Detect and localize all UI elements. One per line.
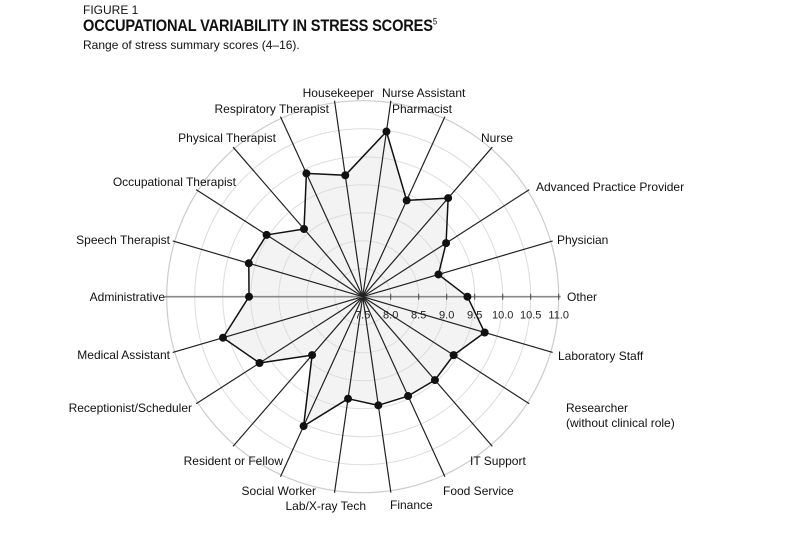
axis-line: [195, 296, 364, 405]
category-label: Nurse: [481, 131, 513, 145]
tick-label: 7.5: [355, 310, 370, 322]
category-label: Medical Assistant: [77, 348, 170, 362]
chart-title-text: OCCUPATIONAL VARIABILITY IN STRESS SCORE…: [83, 16, 433, 35]
axis-line: [362, 296, 493, 447]
data-area: [222, 131, 485, 427]
data-point: [404, 392, 413, 401]
tick-label: 10.0: [492, 310, 513, 322]
category-label: Laboratory Staff: [558, 349, 644, 363]
category-label: Administrative: [90, 290, 166, 304]
title-superscript: 5: [432, 16, 437, 27]
tick-label: 8.5: [411, 310, 426, 322]
axis-line: [362, 296, 530, 405]
category-label: Speech Therapist: [76, 233, 171, 247]
category-label: Pharmacist: [392, 102, 453, 116]
category-label: Occupational Therapist: [113, 175, 237, 189]
data-point: [302, 169, 311, 178]
category-label: IT Support: [470, 454, 526, 468]
category-label: Researcher: [566, 401, 628, 415]
data-point: [430, 376, 439, 385]
data-point: [382, 127, 391, 136]
category-label: Resident or Fellow: [184, 454, 284, 468]
tick-label: 11.0: [548, 310, 569, 322]
chart-title: OCCUPATIONAL VARIABILITY IN STRESS SCORE…: [83, 16, 437, 36]
axis-line: [362, 296, 446, 478]
category-label: Other: [567, 290, 597, 304]
axis-line: [232, 296, 364, 447]
data-point: [299, 422, 308, 431]
axis-line: [279, 296, 364, 478]
data-point: [262, 230, 271, 239]
figure-label: FIGURE 1: [83, 3, 139, 17]
data-point: [374, 401, 383, 410]
tick-label: 9.0: [439, 310, 454, 322]
data-point: [244, 259, 253, 268]
category-label: Nurse Assistant: [382, 86, 466, 100]
data-point: [255, 359, 264, 368]
axis-line: [195, 189, 364, 298]
axis-line: [362, 296, 392, 493]
tick-label: 8.0: [383, 310, 398, 322]
category-label: Finance: [390, 498, 433, 512]
axis-line: [333, 100, 364, 297]
category-label: Physician: [557, 233, 608, 247]
category-label: Advanced Practice Provider: [536, 180, 684, 194]
axis-line: [362, 116, 446, 297]
data-point: [480, 328, 489, 337]
category-label: Physical Therapist: [178, 131, 276, 145]
data-point: [402, 196, 411, 205]
axis-line: [362, 296, 553, 354]
axis-line: [362, 240, 553, 298]
category-label: Respiratory Therapist: [215, 102, 330, 116]
category-label: (without clinical role): [566, 416, 675, 430]
data-point: [444, 194, 453, 203]
axis-line: [333, 296, 364, 493]
axis-line: [172, 296, 363, 354]
category-label: Housekeeper: [303, 86, 374, 100]
data-point: [463, 292, 472, 301]
category-label: Lab/X-ray Tech: [286, 499, 367, 513]
axis-line: [362, 146, 493, 298]
data-point: [344, 394, 353, 403]
data-point: [442, 239, 451, 248]
axis-line: [232, 146, 364, 298]
category-label: Receptionist/Scheduler: [69, 401, 192, 415]
data-point: [218, 333, 227, 342]
data-point: [449, 351, 458, 360]
data-point: [434, 270, 443, 279]
data-point: [341, 171, 350, 180]
tick-label: 10.5: [520, 310, 541, 322]
category-label: Social Worker: [242, 484, 316, 498]
data-point: [245, 292, 254, 301]
chart-subtitle: Range of stress summary scores (4–16).: [83, 38, 300, 52]
axis-line: [279, 116, 364, 297]
data-point: [308, 351, 317, 360]
axis-line: [172, 240, 363, 298]
data-point: [300, 224, 309, 233]
category-label: Food Service: [443, 484, 514, 498]
